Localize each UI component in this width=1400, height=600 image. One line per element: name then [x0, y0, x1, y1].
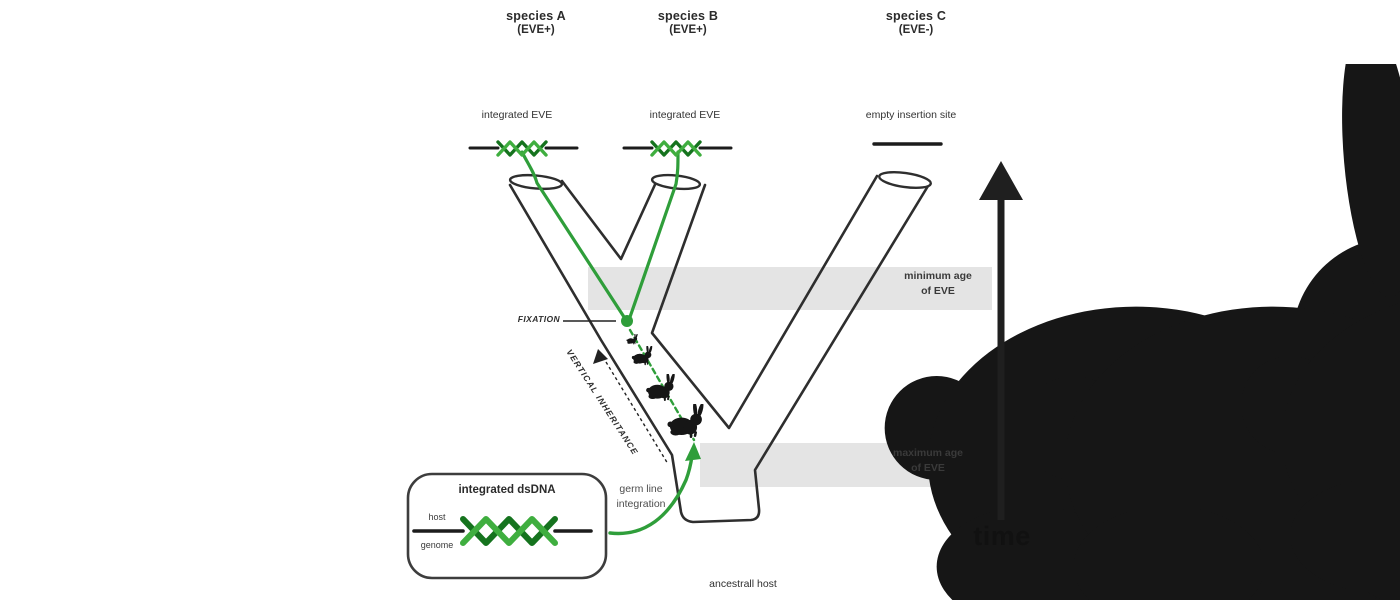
- dna-helix-icon-species-a: [468, 140, 579, 157]
- minimum-age-band: [588, 267, 992, 310]
- species-b-status: (EVE+): [669, 24, 707, 36]
- branch-top-ellipses: [508, 170, 932, 191]
- species-a-status: (EVE+): [517, 24, 555, 36]
- eve-lineage-lines: [520, 150, 696, 442]
- tree-body-fill: [510, 176, 928, 522]
- lineage-line-species-a: [520, 150, 628, 322]
- integrated-eve-label-b: integrated EVE: [649, 109, 721, 121]
- tree-outline: [508, 174, 930, 524]
- branch-ellipse-species-c: [878, 170, 932, 190]
- germ-line-integration-label-line2: integration: [616, 498, 666, 510]
- dna-helix-icon-inset: [412, 516, 593, 546]
- genome-label: genome: [420, 540, 454, 550]
- species-c-name: species C: [885, 9, 947, 23]
- inset-box: [406, 472, 608, 580]
- species-a-name: species A: [506, 9, 566, 23]
- dna-helix-icon-species-b: [622, 140, 733, 157]
- minimum-age-label-line2: of EVE: [921, 285, 955, 297]
- ancestral-host-label: ancestrall host: [709, 578, 777, 590]
- species-b-name: species B: [657, 9, 719, 23]
- minimum-age-label-line1: minimum age: [904, 270, 972, 282]
- lineage-line-species-b: [628, 150, 680, 319]
- phylogenetic-tree: [510, 176, 928, 522]
- fixation-dot: [621, 315, 633, 327]
- vertical-inheritance-arrow: [593, 349, 669, 465]
- time-arrow-icon: [979, 161, 1023, 520]
- fixation-label: FIXATION: [517, 314, 560, 324]
- lineage-dashed-line: [628, 328, 696, 442]
- host-label: host: [428, 512, 446, 522]
- integrated-eve-label-a: integrated EVE: [481, 109, 553, 121]
- maximum-age-label-line1: maximum age: [892, 447, 964, 459]
- germ-line-arrow: [608, 442, 701, 536]
- empty-insertion-site-label: empty insertion site: [865, 109, 957, 121]
- time-axis-label: time: [973, 521, 1031, 551]
- germ-line-integration-label-line1: germ line: [619, 483, 663, 495]
- species-c-status: (EVE-): [898, 24, 934, 36]
- maximum-age-label-line2: of EVE: [911, 462, 945, 474]
- inset-box-title: integrated dsDNA: [458, 484, 556, 496]
